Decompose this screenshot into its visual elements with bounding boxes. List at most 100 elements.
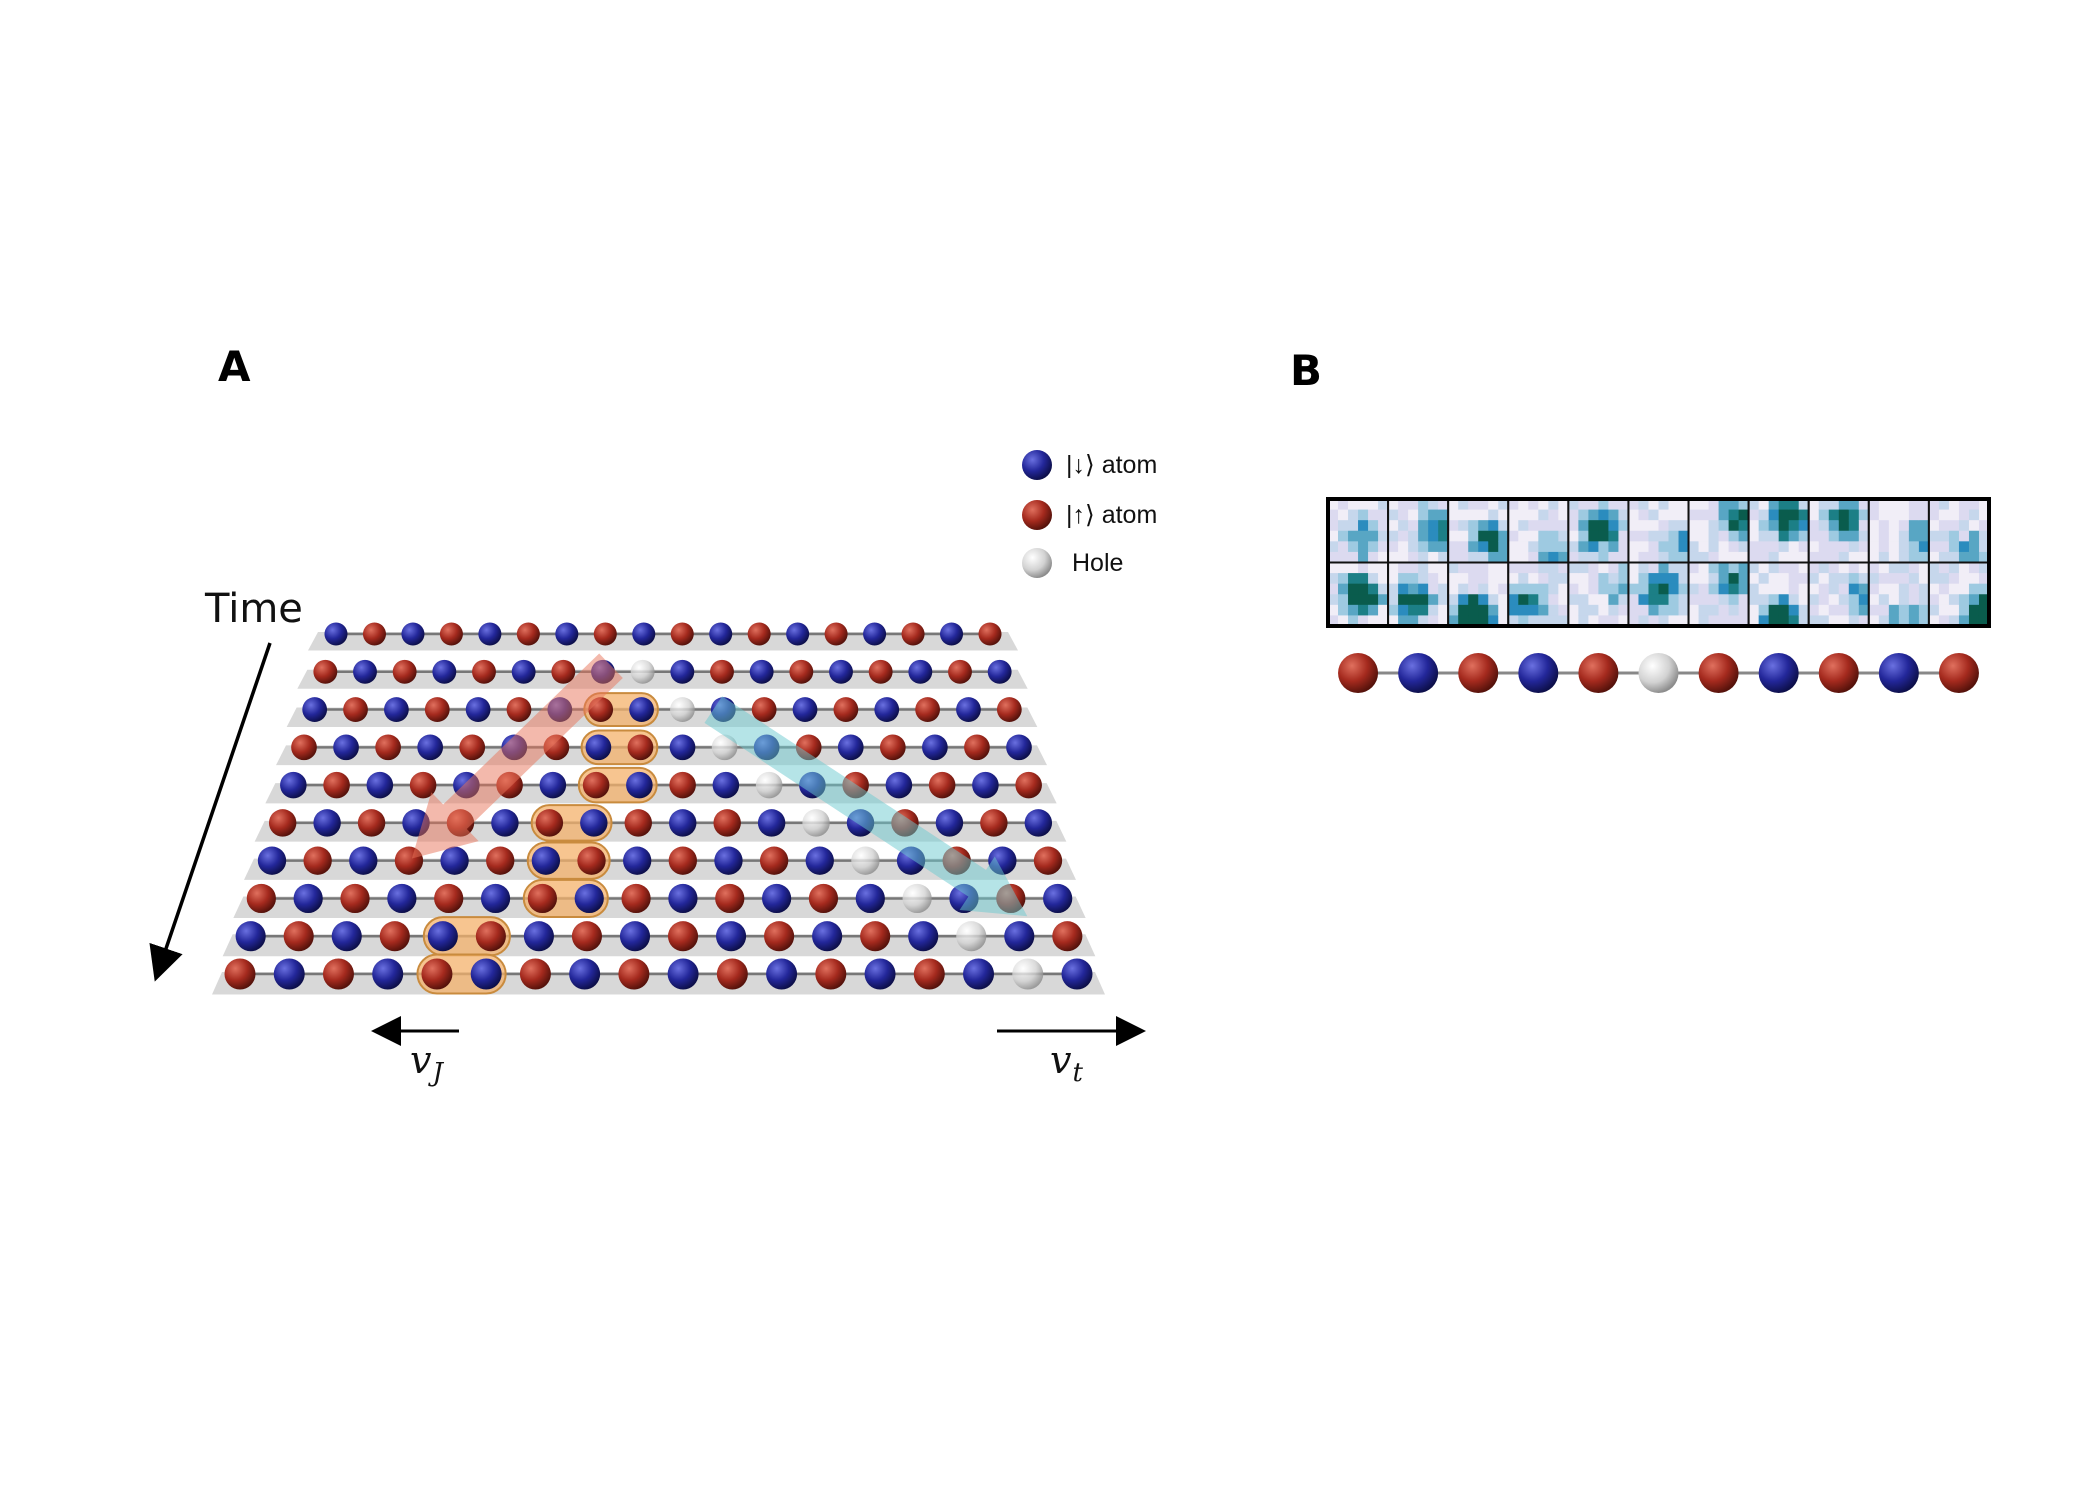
chain-up-atom <box>1458 653 1499 693</box>
snapshot-pixel <box>1758 530 1770 542</box>
hole-icon <box>1022 548 1052 578</box>
up-atom <box>379 921 410 952</box>
down-atom <box>709 622 733 646</box>
up-atom <box>516 622 540 646</box>
snapshot-pixel <box>1758 509 1770 521</box>
snapshot-pixel <box>1938 562 1950 574</box>
snapshot-pixel <box>1658 583 1670 595</box>
up-atom <box>915 697 940 722</box>
snapshot-pixel <box>1898 583 1910 595</box>
up-atom <box>667 921 699 952</box>
snapshot-pixel <box>1758 520 1770 532</box>
snapshot-pixel <box>1588 562 1599 574</box>
snapshot-pixel <box>1408 594 1419 606</box>
snapshot-pixel <box>1458 509 1469 521</box>
snapshot-pixel <box>1788 604 1800 616</box>
snapshot-pixel <box>1908 520 1920 532</box>
snapshot-pixel <box>1518 583 1529 595</box>
snapshot-pixel <box>1788 551 1800 563</box>
up-atom <box>246 883 276 914</box>
snapshot-pixel <box>1558 604 1569 616</box>
snapshot-pixel <box>1698 530 1710 542</box>
snapshot-pixel <box>1508 541 1519 553</box>
snapshot-pixel <box>1808 583 1820 595</box>
snapshot-pixel <box>1848 594 1860 606</box>
snapshot-pixel <box>1818 509 1830 521</box>
snapshot-pixel <box>1428 520 1439 532</box>
snapshot-pixel <box>1428 551 1439 563</box>
snapshot-pixel <box>1618 499 1629 511</box>
snapshot-pixel <box>1968 530 1980 542</box>
snapshot-pixel <box>1748 551 1760 563</box>
snapshot-pixel <box>1538 520 1549 532</box>
snapshot-pixel <box>1918 551 1930 563</box>
snapshot-pixel <box>1738 562 1750 574</box>
snapshot-pixel <box>1678 530 1690 542</box>
snapshot-pixel <box>1708 562 1720 574</box>
up-atom <box>964 734 990 761</box>
down-atom <box>874 697 900 722</box>
snapshot-pixel <box>1558 499 1569 511</box>
snapshot-pixel <box>1458 594 1469 606</box>
snapshot-pixel <box>1418 583 1429 595</box>
snapshot-pixel <box>1738 499 1750 511</box>
up-atom <box>627 734 654 761</box>
snapshot-pixel <box>1568 594 1579 606</box>
snapshot-pixel <box>1428 562 1439 574</box>
snapshot-pixel <box>1938 604 1950 616</box>
snapshot-pixel <box>1678 562 1690 574</box>
down-atom <box>972 771 999 799</box>
snapshot-pixel <box>1478 594 1489 606</box>
snapshot-pixel <box>1828 530 1840 542</box>
snapshot-pixel <box>1838 615 1850 627</box>
snapshot-pixel <box>1688 551 1700 563</box>
snapshot-pixel <box>1458 551 1469 563</box>
snapshot-pixel <box>1678 573 1690 585</box>
up-atom <box>283 921 314 952</box>
snapshot-pixel <box>1538 551 1549 563</box>
down-atom <box>757 809 786 837</box>
snapshot-pixel <box>1658 615 1670 627</box>
chain-up-atom <box>1818 653 1859 693</box>
snapshot-pixel <box>1368 573 1379 585</box>
snapshot-pixel <box>1588 541 1599 553</box>
snapshot-pixel <box>1628 615 1639 627</box>
snapshot-pixel <box>1638 583 1649 595</box>
snapshot-pixel <box>1508 573 1519 585</box>
snapshot-pixel <box>1718 562 1730 574</box>
snapshot-pixel <box>1688 562 1700 574</box>
snapshot-pixel <box>1338 573 1349 585</box>
up-atom <box>375 734 401 761</box>
snapshot-pixel <box>1518 520 1529 532</box>
snapshot-pixel <box>1738 551 1750 563</box>
down-atom <box>440 846 469 875</box>
snapshot-pixel <box>1828 604 1840 616</box>
snapshot-pixel <box>1848 615 1860 627</box>
snapshot-pixel <box>1718 530 1730 542</box>
snapshot-pixel <box>1798 499 1810 511</box>
snapshot-pixel <box>1948 499 1960 511</box>
snapshot-pixel <box>1548 551 1559 563</box>
snapshot-pixel <box>1498 551 1509 563</box>
snapshot-pixel <box>1408 604 1419 616</box>
hole-site <box>630 659 655 684</box>
snapshot-pixel <box>1678 615 1690 627</box>
snapshot-pixel <box>1488 583 1499 595</box>
snapshot-pixel <box>1408 551 1419 563</box>
snapshot-pixel <box>1628 530 1639 542</box>
snapshot-cell <box>1748 499 1810 563</box>
snapshot-pixel <box>1338 604 1349 616</box>
snapshot-cell <box>1508 499 1569 563</box>
up-atom <box>751 697 777 722</box>
snapshot-pixel <box>1808 604 1820 616</box>
snapshot-pixel <box>1868 541 1880 553</box>
up-atom <box>475 921 506 952</box>
down-atom <box>491 809 519 837</box>
snapshot-pixel <box>1338 541 1349 553</box>
snapshot-pixel <box>1918 583 1930 595</box>
up-atom <box>323 771 350 799</box>
down-atom <box>885 771 913 799</box>
snapshot-pixel <box>1428 509 1439 521</box>
snapshot-pixel <box>1818 615 1830 627</box>
